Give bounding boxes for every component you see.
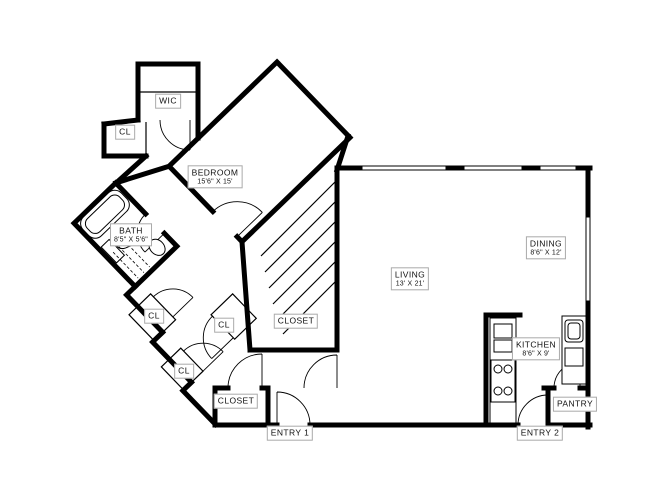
burner: [493, 386, 503, 396]
room-label-closet-entry: CLOSET: [213, 393, 259, 409]
room-label-cl-hall-c: CL: [174, 363, 194, 379]
dishwasher: [564, 347, 584, 367]
room-label-pantry: PANTRY: [552, 396, 598, 412]
room-label-cl-hall-b: CL: [214, 317, 234, 333]
room-name: CLOSET: [277, 315, 315, 326]
windows: [360, 165, 591, 303]
room-name: CL: [119, 126, 131, 137]
hall-closet-door-arc: [183, 342, 224, 372]
toilet-tank: [100, 238, 126, 264]
room-label-wic: WIC: [155, 93, 181, 109]
room-name: PANTRY: [556, 398, 594, 409]
wic-door-arc: [159, 119, 191, 151]
room-label-kitchen: KITCHEN 8'6" X 9': [511, 337, 561, 361]
wing-door-arcs: [136, 201, 263, 372]
hall-closet-door-arc: [153, 288, 194, 318]
room-label-bedroom: BEDROOM 15'6" X 15': [187, 165, 243, 189]
interior-walls: [212, 167, 591, 428]
room-label-bath: BATH 8'5" X 5'6": [110, 223, 152, 247]
room-name: WIC: [159, 95, 177, 106]
room-name: BEDROOM: [191, 167, 239, 178]
room-label-entry-1: ENTRY 1: [266, 425, 314, 441]
room-dims: 15'6" X 15': [197, 177, 233, 185]
room-name: ENTRY 2: [520, 427, 560, 438]
room-name: CL: [178, 365, 190, 376]
kitchen-sink-bowl: [493, 323, 513, 339]
entry-closet-door-arc: [227, 353, 263, 389]
room-label-dining: DINING 8'6" X 12': [525, 236, 567, 260]
closet-shelf-lines: [260, 179, 338, 335]
room-dims: 8'5" X 5'6": [114, 235, 148, 243]
room-name: BATH: [119, 225, 143, 236]
rotated-wing: [70, 58, 354, 428]
hall-living-door-arc: [303, 354, 338, 389]
entry1-door-arc: [276, 391, 311, 426]
room-name: ENTRY 1: [270, 427, 310, 438]
room-name: CL: [218, 319, 230, 330]
hall-closet-door-arc: [202, 315, 234, 359]
room-label-closet-main: CLOSET: [273, 313, 319, 329]
room-dims: 8'6" X 12': [530, 248, 562, 256]
room-name: CL: [148, 310, 160, 321]
bath-fixtures: [80, 189, 166, 279]
room-name: DINING: [529, 238, 563, 249]
kitchen-fixtures: [489, 315, 587, 424]
burner: [503, 364, 513, 374]
bedroom-door-arc: [212, 201, 263, 238]
hall-closet-pockets: [128, 293, 258, 391]
room-label-cl-upper: CL: [115, 124, 135, 140]
room-name: KITCHEN: [515, 339, 557, 350]
room-name: LIVING: [394, 269, 426, 280]
room-label-living: LIVING 13' X 21': [390, 267, 430, 291]
burner: [493, 364, 503, 374]
entry2-door-arc: [517, 394, 549, 426]
room-dims: 8'6" X 9': [522, 349, 550, 357]
room-name: CLOSET: [217, 395, 255, 406]
room-dims: 13' X 21': [395, 279, 425, 287]
room-label-cl-hall-a: CL: [144, 308, 164, 324]
kitchen-sink-bowl: [493, 339, 513, 353]
room-label-entry-2: ENTRY 2: [516, 425, 564, 441]
burner: [503, 386, 513, 396]
